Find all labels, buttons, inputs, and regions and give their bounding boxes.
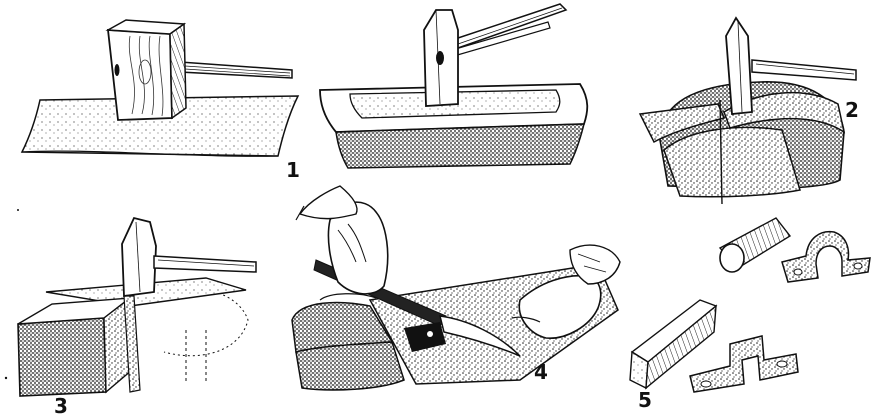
figure-5-formed-brackets [630, 218, 870, 392]
stray-mark [5, 377, 7, 379]
figure-label-4: 4 [534, 362, 548, 382]
figure-label-1: 1 [286, 160, 300, 180]
figure-2-bending-over-cylinder [640, 18, 856, 204]
figure-label-5: 5 [638, 390, 652, 410]
figure-label-3: 3 [54, 396, 68, 416]
figure-1-mallet-on-sheet [22, 20, 298, 156]
stray-mark [17, 209, 19, 211]
figure-3-bending-over-block [18, 218, 256, 396]
figure-4-cutting-sheet-with-shears [292, 186, 620, 390]
figure-label-2: 2 [845, 100, 859, 120]
figure-1-anvil-boat [320, 4, 587, 168]
